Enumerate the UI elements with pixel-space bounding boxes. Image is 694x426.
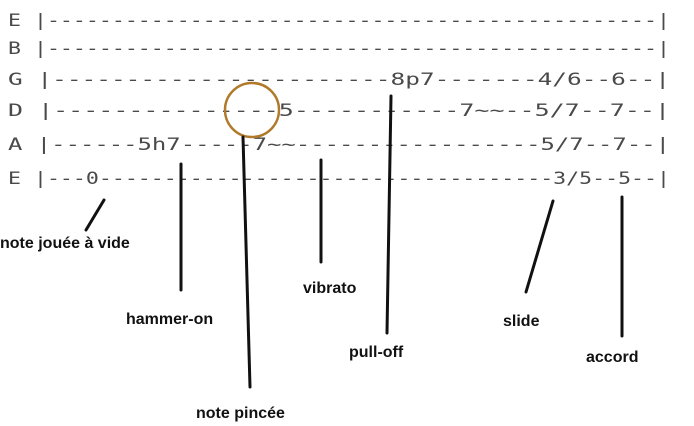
tab-line-low-e: E |---0---------------------------------… (8, 169, 670, 189)
annotation-labels: note jouée à vide hammer-on vibrato note… (0, 235, 638, 422)
label-slide: slide (503, 313, 540, 330)
pointer-pinched-note (241, 135, 252, 389)
pointer-slide (524, 199, 555, 294)
pointer-open-note (84, 198, 106, 232)
label-vibrato: vibrato (303, 280, 357, 297)
label-open-note: note jouée à vide (0, 235, 130, 252)
pointer-pull-off (385, 94, 393, 335)
label-pinched-note: note pincée (196, 405, 285, 422)
pinched-note-highlight-ring (223, 81, 281, 139)
label-hammer-on: hammer-on (126, 311, 213, 328)
tab-line-d: D |---------------5-----------7~~--5/7--… (8, 101, 670, 121)
label-pull-off: pull-off (349, 344, 404, 361)
tab-line-b: B |-------------------------------------… (8, 39, 670, 59)
tab-line-g: G |-----------------------8p7-------4/6-… (8, 70, 670, 90)
annotation-pointers (84, 94, 624, 389)
label-chord: accord (586, 349, 638, 366)
tab-line-high-e: E |-------------------------------------… (8, 11, 670, 31)
tab-line-a: A |------5h7-----7~~-----------------5/7… (8, 135, 670, 155)
tablature-staff: E |-------------------------------------… (8, 11, 670, 189)
